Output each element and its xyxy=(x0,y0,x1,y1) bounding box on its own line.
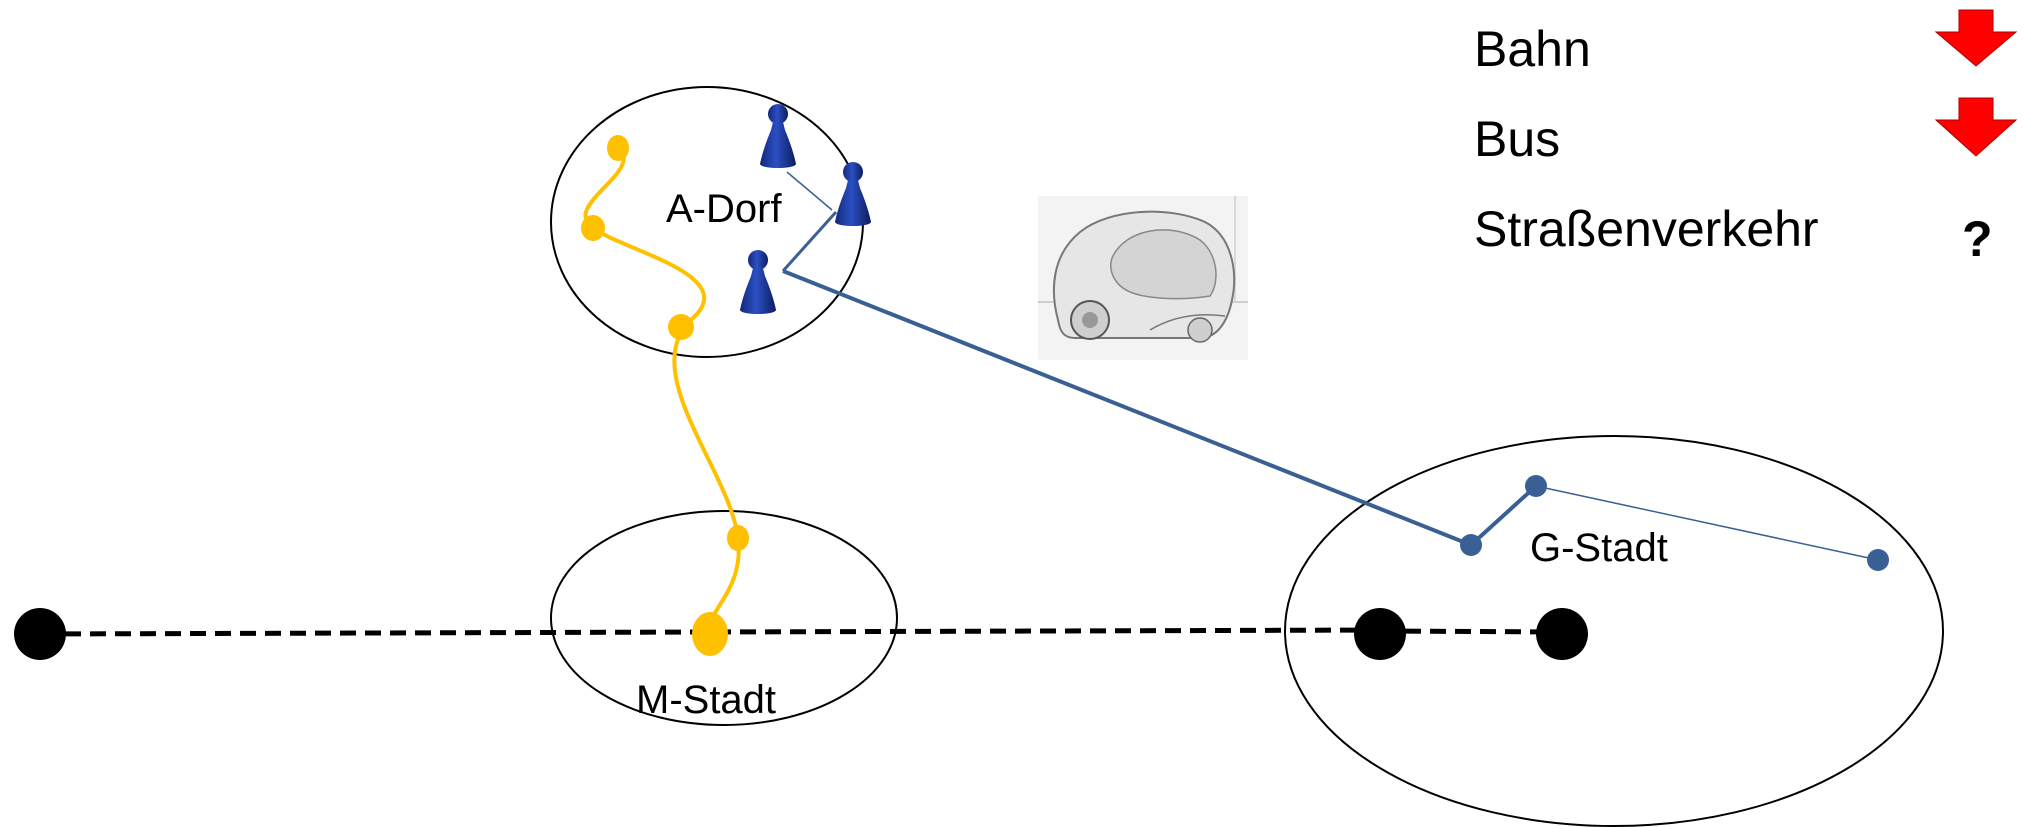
road-node xyxy=(1460,534,1482,556)
legend-label-bahn: Bahn xyxy=(1474,21,1591,77)
legend: Bahn Bus Straßenverkehr ? xyxy=(1474,9,2018,267)
rail-stop xyxy=(1354,608,1406,660)
bus-line xyxy=(581,135,749,656)
car-sketch-icon xyxy=(1038,196,1248,360)
bus-stop xyxy=(668,314,694,340)
a-dorf-label: A-Dorf xyxy=(666,187,782,231)
road-node xyxy=(1525,475,1547,497)
road-network xyxy=(781,171,1889,571)
g-stadt-label: G-Stadt xyxy=(1530,526,1668,570)
g-stadt-area xyxy=(1284,435,1944,827)
bus-stop-main xyxy=(692,612,728,656)
legend-label-bus: Bus xyxy=(1474,111,1560,167)
legend-label-strassenverkehr: Straßenverkehr xyxy=(1474,201,1819,257)
bus-stop xyxy=(727,525,749,551)
bus-stop xyxy=(581,215,605,241)
red-down-arrow-icon xyxy=(1934,9,2018,67)
rail-stop xyxy=(14,608,66,660)
bus-stop xyxy=(607,135,629,161)
rail-stop xyxy=(1536,608,1588,660)
red-down-arrow-icon xyxy=(1934,97,2018,157)
m-stadt-area xyxy=(550,510,898,726)
m-stadt-label: M-Stadt xyxy=(636,678,776,722)
question-mark-icon: ? xyxy=(1962,211,1993,267)
road-node xyxy=(1867,549,1889,571)
rail-line xyxy=(14,608,1588,660)
